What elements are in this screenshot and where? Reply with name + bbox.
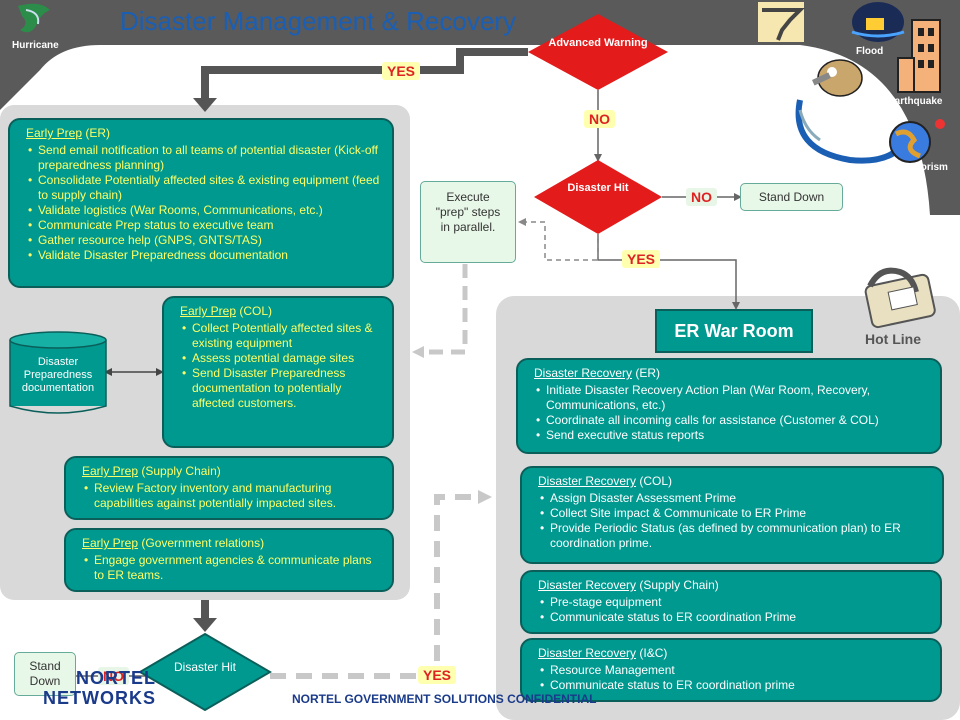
fire-label: Fire xyxy=(828,102,847,113)
terrorism-icon xyxy=(889,119,945,163)
recovery-er-scope: (ER) xyxy=(635,366,661,380)
recovery-ic-scope: (I&C) xyxy=(639,646,668,660)
disaster-hit-diamond-bottom xyxy=(138,632,272,712)
no-bottom-label: NO xyxy=(98,667,129,685)
list-item: Send email notification to all teams of … xyxy=(26,143,382,173)
recovery-ic-list: Resource Management Communicate status t… xyxy=(538,663,930,693)
stand-down-right: Stand Down xyxy=(740,183,843,211)
hot-line-label: Hot Line xyxy=(865,331,921,347)
prep-doc-cylinder xyxy=(9,331,107,414)
list-item: Gather resource help (GNPS, GNTS/TAS) xyxy=(26,233,382,248)
list-item: Send executive status reports xyxy=(534,428,930,443)
list-item: Pre-stage equipment xyxy=(538,595,930,610)
list-item: Initiate Disaster Recovery Action Plan (… xyxy=(534,383,930,413)
list-item: Collect Site impact & Communicate to ER … xyxy=(538,506,932,521)
early-prep-er-title: Early Prep xyxy=(26,126,83,140)
list-item: Engage government agencies & communicate… xyxy=(82,553,382,583)
yes-hit-label: YES xyxy=(622,250,661,268)
recovery-supply-heading: Disaster Recovery (Supply Chain) xyxy=(538,578,930,593)
recovery-ic-card: Disaster Recovery (I&C) Resource Managem… xyxy=(520,638,942,702)
recovery-supply-scope: (Supply Chain) xyxy=(639,578,719,592)
footer-confidential: NORTEL GOVERNMENT SOLUTIONS CONFIDENTIAL xyxy=(292,692,597,706)
no-warning-label: NO xyxy=(584,110,615,128)
hurricane-label: Hurricane xyxy=(12,40,59,51)
list-item: Coordinate all incoming calls for assist… xyxy=(534,413,930,428)
no-hit-label: NO xyxy=(686,188,717,206)
earthquake-label: Earthquake xyxy=(888,96,943,107)
tornado-label: Tornado xyxy=(767,48,807,59)
disaster-hit-bottom-label: Disaster Hit xyxy=(173,660,236,674)
list-item: Communicate status to ER coordination pr… xyxy=(538,678,930,693)
list-item: Collect Potentially affected sites & exi… xyxy=(180,321,382,351)
early-prep-gov-list: Engage government agencies & communicate… xyxy=(82,553,382,583)
list-item: Send Disaster Preparedness documentation… xyxy=(180,366,382,411)
early-prep-col-title: Early Prep xyxy=(180,304,237,318)
hurricane-icon xyxy=(18,3,50,33)
recovery-supply-card: Disaster Recovery (Supply Chain) Pre-sta… xyxy=(520,570,942,634)
recovery-supply-list: Pre-stage equipment Communicate status t… xyxy=(538,595,930,625)
recovery-ic-heading: Disaster Recovery (I&C) xyxy=(538,646,930,661)
disaster-hit-diamond-top xyxy=(534,160,662,234)
earthquake-icon xyxy=(897,19,941,93)
early-prep-col-card: Early Prep (COL) Collect Potentially aff… xyxy=(162,296,394,448)
stand-down-left: Stand Down xyxy=(14,652,76,696)
early-prep-col-heading: Early Prep (COL) xyxy=(180,304,382,319)
list-item: Provide Periodic Status (as defined by c… xyxy=(538,521,932,551)
early-prep-er-card: Early Prep (ER) Send email notification … xyxy=(8,118,394,288)
advanced-warning-diamond xyxy=(528,14,668,90)
recovery-col-card: Disaster Recovery (COL) Assign Disaster … xyxy=(520,466,944,564)
fire-icon xyxy=(811,59,863,97)
list-item: Communicate Prep status to executive tea… xyxy=(26,218,382,233)
early-prep-gov-card: Early Prep (Government relations) Engage… xyxy=(64,528,394,592)
early-prep-col-list: Collect Potentially affected sites & exi… xyxy=(180,321,382,411)
early-prep-supply-heading: Early Prep (Supply Chain) xyxy=(82,464,382,479)
execute-prep-box: Execute "prep" steps in parallel. xyxy=(420,181,516,263)
list-item: Validate logistics (War Rooms, Communica… xyxy=(26,203,382,218)
early-prep-er-scope: (ER) xyxy=(85,126,111,140)
early-prep-supply-scope: (Supply Chain) xyxy=(141,464,221,478)
early-prep-er-heading: Early Prep (ER) xyxy=(26,126,382,141)
early-prep-er-list: Send email notification to all teams of … xyxy=(26,143,382,263)
tornado-icon xyxy=(758,2,805,42)
recovery-er-title: Disaster Recovery xyxy=(534,366,633,380)
early-prep-col-scope: (COL) xyxy=(239,304,273,318)
recovery-er-card: Disaster Recovery (ER) Initiate Disaster… xyxy=(516,358,942,454)
recovery-supply-title: Disaster Recovery xyxy=(538,578,637,592)
flood-icon xyxy=(851,2,905,42)
list-item: Validate Disaster Preparedness documenta… xyxy=(26,248,382,263)
list-item: Resource Management xyxy=(538,663,930,678)
recovery-col-heading: Disaster Recovery (COL) xyxy=(538,474,932,489)
advanced-warning-label: Advanced Warning xyxy=(548,37,648,49)
nortel-logo: NORTEL NETWORKS xyxy=(43,668,156,708)
terrorism-label: Terrorism xyxy=(902,162,948,173)
disaster-hit-top-label: Disaster Hit xyxy=(567,182,629,194)
yes-bottom-label: YES xyxy=(418,666,457,684)
list-item: Review Factory inventory and manufacturi… xyxy=(82,481,382,511)
yes-warning-label: YES xyxy=(382,62,421,80)
early-prep-supply-title: Early Prep xyxy=(82,464,139,478)
recovery-col-scope: (COL) xyxy=(639,474,673,488)
recovery-er-heading: Disaster Recovery (ER) xyxy=(534,366,930,381)
recovery-col-title: Disaster Recovery xyxy=(538,474,637,488)
list-item: Assess potential damage sites xyxy=(180,351,382,366)
phone-icon xyxy=(864,267,936,329)
list-item: Assign Disaster Assessment Prime xyxy=(538,491,932,506)
recovery-er-list: Initiate Disaster Recovery Action Plan (… xyxy=(534,383,930,443)
recovery-ic-title: Disaster Recovery xyxy=(538,646,637,660)
page-title: Disaster Management & Recovery xyxy=(120,6,516,36)
early-prep-gov-heading: Early Prep (Government relations) xyxy=(82,536,382,551)
er-war-room: ER War Room xyxy=(674,321,794,341)
list-item: Communicate status to ER coordination Pr… xyxy=(538,610,930,625)
prep-doc-label: Disaster Preparedness documentation xyxy=(21,356,95,394)
early-prep-gov-scope: (Government relations) xyxy=(141,536,265,550)
list-item: Consolidate Potentially affected sites &… xyxy=(26,173,382,203)
recovery-col-list: Assign Disaster Assessment Prime Collect… xyxy=(538,491,932,551)
early-prep-supply-card: Early Prep (Supply Chain) Review Factory… xyxy=(64,456,394,520)
early-prep-supply-list: Review Factory inventory and manufacturi… xyxy=(82,481,382,511)
early-prep-gov-title: Early Prep xyxy=(82,536,139,550)
flood-label: Flood xyxy=(856,46,884,57)
